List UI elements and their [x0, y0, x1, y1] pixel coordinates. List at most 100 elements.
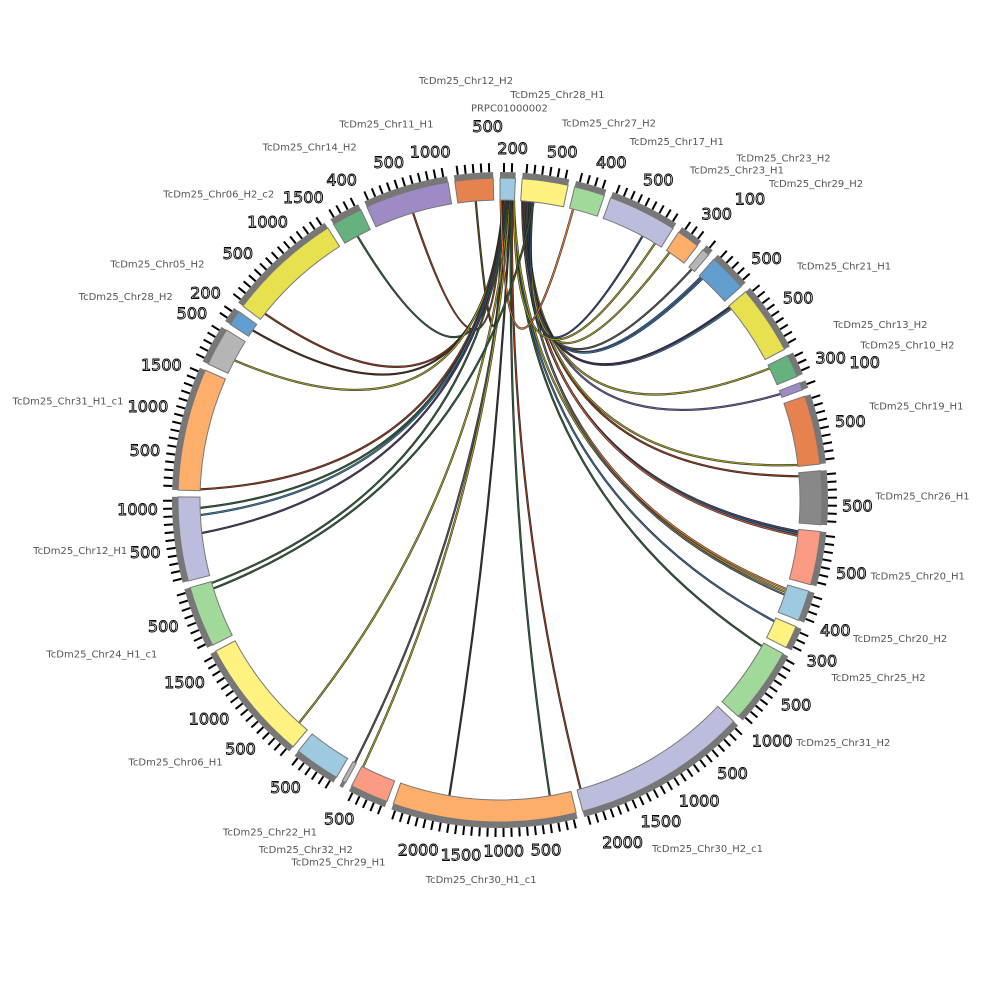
tick-mark [705, 754, 713, 763]
segment-block[interactable] [765, 617, 797, 649]
segment[interactable] [328, 197, 371, 244]
tick-mark [644, 197, 651, 207]
tick-label: 1500 [441, 846, 482, 865]
tick-mark [729, 733, 737, 742]
segment[interactable] [232, 216, 341, 321]
segment-block[interactable] [721, 642, 784, 718]
tick-mark [416, 172, 422, 183]
segment[interactable] [391, 782, 578, 837]
tick-mark [170, 570, 181, 575]
segment[interactable] [783, 394, 835, 468]
tick-mark [248, 274, 257, 282]
tick-label: 400 [596, 153, 627, 172]
segment[interactable] [765, 617, 809, 652]
segment[interactable] [721, 642, 795, 725]
tick-label: 1000 [410, 142, 451, 161]
segment-block[interactable] [520, 178, 569, 208]
tick-mark [173, 412, 184, 417]
tick-mark [189, 366, 199, 373]
segment-block[interactable] [189, 580, 233, 646]
segment[interactable] [291, 733, 349, 789]
segment-block[interactable] [788, 528, 822, 586]
segment[interactable] [520, 164, 570, 208]
tick-mark [518, 827, 521, 837]
tick-mark [759, 698, 769, 706]
segment[interactable] [339, 760, 357, 788]
tick-mark [766, 303, 775, 311]
segment[interactable] [163, 366, 227, 492]
tick-mark [193, 636, 203, 642]
segment[interactable] [665, 221, 705, 264]
tick-mark [666, 781, 673, 791]
tick-label: 500 [177, 304, 208, 323]
tick-mark [787, 337, 797, 344]
segment-axis-band [799, 380, 809, 390]
segment[interactable] [778, 379, 816, 398]
segment-label: TcDm25_Chr27_H2 [561, 119, 656, 130]
segment-block[interactable] [602, 197, 674, 248]
segment[interactable] [176, 580, 233, 650]
tick-mark [622, 187, 629, 197]
tick-label: 400 [820, 621, 851, 640]
tick-label: 500 [547, 142, 578, 161]
tick-mark [799, 631, 809, 638]
segment-axis-band [172, 496, 189, 583]
segment[interactable] [568, 172, 607, 217]
segment[interactable] [698, 250, 751, 302]
segment[interactable] [453, 163, 495, 204]
tick-mark [825, 457, 835, 461]
segment-block[interactable] [207, 329, 246, 374]
tick-mark [757, 290, 766, 298]
segment-block[interactable] [688, 249, 710, 273]
segment[interactable] [798, 470, 837, 526]
segment-block[interactable] [767, 354, 798, 386]
segment[interactable] [777, 584, 823, 624]
segment-block[interactable] [665, 231, 699, 264]
segment-block[interactable] [778, 381, 804, 398]
segment[interactable] [728, 284, 797, 361]
segment[interactable] [602, 184, 679, 248]
segment-axis-band [391, 803, 578, 828]
tick-mark [283, 240, 291, 250]
segment[interactable] [203, 640, 308, 757]
segment-block[interactable] [341, 760, 357, 784]
segment-block[interactable] [568, 186, 606, 217]
tick-mark [533, 826, 537, 836]
tick-mark [181, 607, 191, 612]
segment-block[interactable] [783, 395, 821, 468]
tick-mark [267, 737, 276, 746]
segment[interactable] [688, 240, 717, 273]
segment-block[interactable] [177, 369, 227, 492]
segment-block[interactable] [698, 258, 742, 302]
segment-block[interactable] [454, 177, 495, 204]
segment-block[interactable] [777, 584, 810, 622]
segment[interactable] [576, 705, 743, 825]
segment[interactable] [363, 167, 453, 228]
segment-label: TcDm25_Chr06_H2_c2 [162, 189, 274, 200]
segment-block[interactable] [214, 640, 308, 748]
segment[interactable] [767, 351, 810, 386]
segment-block[interactable] [297, 733, 349, 779]
tick-mark [270, 251, 279, 260]
segment-block[interactable] [728, 291, 786, 361]
tick-mark [810, 603, 820, 608]
segment-block[interactable] [242, 227, 341, 321]
segment[interactable] [499, 163, 516, 201]
segment[interactable] [195, 324, 246, 374]
segment-axis-band [330, 204, 361, 225]
segment[interactable] [788, 528, 836, 587]
tick-label: 500 [835, 412, 866, 431]
segment-block[interactable] [332, 209, 371, 244]
segment[interactable] [219, 305, 258, 338]
tick-mark [723, 738, 732, 747]
segment-block[interactable] [350, 765, 396, 803]
segment-block[interactable] [392, 782, 577, 823]
segment-axis-band [453, 172, 494, 182]
tick-mark [825, 535, 836, 539]
segment[interactable] [162, 496, 211, 583]
segment-block[interactable] [798, 470, 823, 526]
segment-block[interactable] [229, 310, 258, 338]
segment-block[interactable] [499, 177, 516, 201]
segment[interactable] [347, 765, 396, 815]
tick-mark [557, 822, 561, 832]
